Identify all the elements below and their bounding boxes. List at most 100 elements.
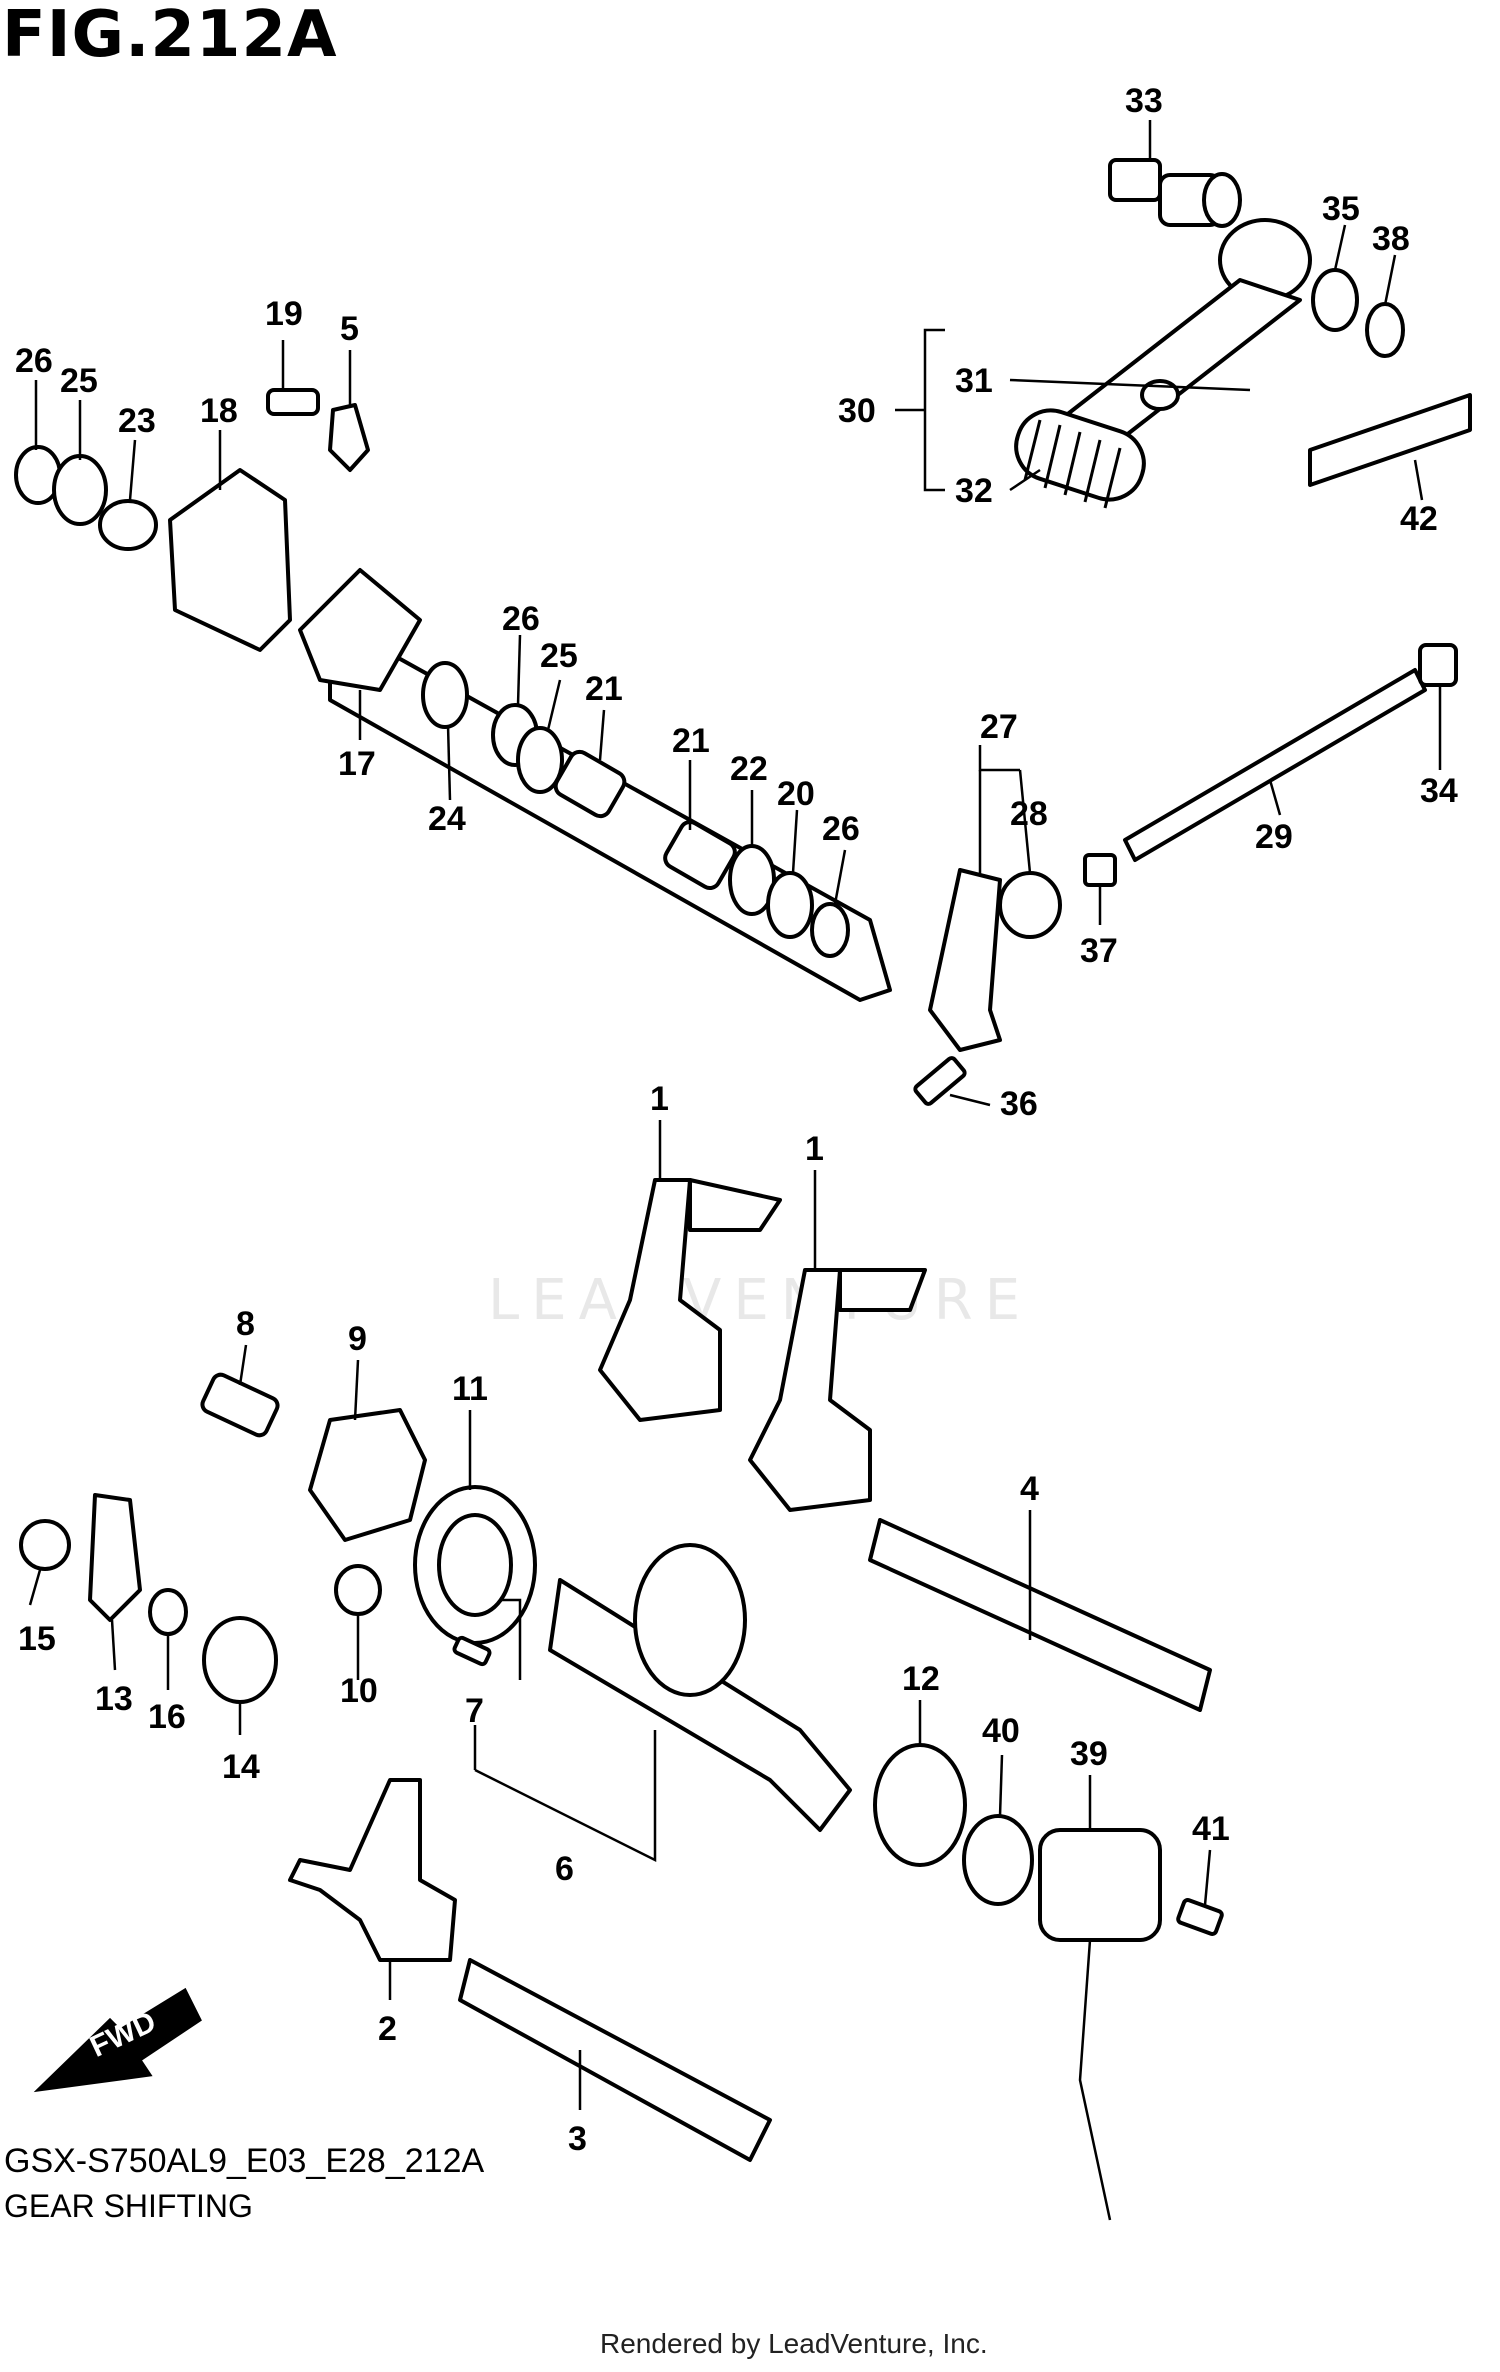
- callout-37: 37: [1080, 932, 1118, 970]
- callout-labels: 33 35 38 30 31 32 42 26 25 23 18 19 5 17…: [15, 82, 1458, 2158]
- callout-2: 2: [378, 2010, 397, 2048]
- shift-arm-27: [928, 868, 1002, 1052]
- callout-10: 10: [340, 1672, 378, 1710]
- callout-32: 32: [955, 472, 993, 510]
- shift-lever-arm: [1058, 278, 1302, 442]
- shift-forks-upper: [598, 1178, 927, 1512]
- callout-31: 31: [955, 362, 993, 400]
- washer-35: [1311, 268, 1359, 332]
- nut-34: [1418, 643, 1458, 687]
- gear-position-sensor-39: [1038, 1828, 1162, 1942]
- callout-1-b: 1: [805, 1130, 824, 1168]
- fork-shaft-4: [868, 1518, 1212, 1712]
- callout-22: 22: [730, 750, 768, 788]
- shift-plate-18: [168, 468, 292, 652]
- callout-42: 42: [1400, 500, 1438, 538]
- callout-35: 35: [1322, 190, 1360, 228]
- circlip-26-right: [810, 902, 850, 958]
- shift-fork-1-a: [598, 1178, 722, 1422]
- callout-33: 33: [1125, 82, 1163, 120]
- bushing-21-b: [663, 820, 737, 890]
- callout-6: 6: [555, 1850, 574, 1888]
- callout-25-mid: 25: [540, 637, 578, 675]
- callout-5: 5: [340, 310, 359, 348]
- callout-34: 34: [1420, 772, 1458, 810]
- washer-5: [328, 403, 370, 472]
- bearing-12: [873, 1743, 967, 1867]
- pivot-bolt-thread: [1108, 158, 1162, 202]
- rendered-by-credit: Rendered by LeadVenture, Inc.: [600, 2328, 988, 2359]
- washer-20: [766, 871, 814, 939]
- callout-28: 28: [1010, 795, 1048, 833]
- fwd-arrow-shape: [33, 1987, 202, 2093]
- callout-12: 12: [902, 1660, 940, 1698]
- pin-7: [452, 1635, 492, 1667]
- callout-7: 7: [465, 1692, 484, 1730]
- callout-21-a: 21: [585, 670, 623, 708]
- figure-name: GEAR SHIFTING: [4, 2188, 253, 2224]
- stopper-arm-13: [88, 1493, 142, 1622]
- label-plate-42: [1308, 393, 1472, 487]
- callout-3: 3: [568, 2120, 587, 2158]
- callout-39: 39: [1070, 1735, 1108, 1773]
- callout-26-right: 26: [822, 810, 860, 848]
- figure-title: FIG.212A: [2, 0, 338, 72]
- cam-stopper-9: [308, 1408, 427, 1542]
- callout-16: 16: [148, 1698, 186, 1736]
- callout-18: 18: [200, 392, 238, 430]
- shift-fork-1-b-tip: [838, 1268, 927, 1312]
- callout-9: 9: [348, 1320, 367, 1358]
- bolt-19: [266, 388, 320, 416]
- fork-shaft-3: [458, 1958, 772, 2162]
- callout-29: 29: [1255, 818, 1293, 856]
- callout-27: 27: [980, 708, 1018, 746]
- gearshift-shaft-assembly: [14, 388, 892, 1002]
- callout-20: 20: [777, 775, 815, 813]
- callout-26-mid: 26: [502, 600, 540, 638]
- callout-14: 14: [222, 1748, 260, 1786]
- spring-14: [202, 1616, 278, 1704]
- shift-rod-29: [1123, 668, 1427, 862]
- forward-arrow: FWD: [33, 1987, 202, 2093]
- callout-26-left: 26: [15, 342, 53, 380]
- washer-25-mid: [516, 726, 564, 794]
- sensor-wire: [1078, 1939, 1112, 2221]
- callout-1-a: 1: [650, 1080, 669, 1118]
- bolt-36: [913, 1056, 967, 1106]
- leader-lines: [28, 120, 1442, 2110]
- bolt-41: [1176, 1898, 1224, 1936]
- pin-8: [200, 1372, 280, 1438]
- shift-fork-1-b: [748, 1268, 872, 1512]
- gearshift-cam-assembly: [200, 1372, 1224, 2221]
- callout-23: 23: [118, 402, 156, 440]
- callout-19: 19: [265, 295, 303, 333]
- shift-fork-lower: [288, 1778, 772, 2162]
- callout-25-left: 25: [60, 362, 98, 400]
- callout-36: 36: [1000, 1085, 1038, 1123]
- model-code: GSX-S750AL9_E03_E28_212A: [4, 2142, 485, 2180]
- watermark: LEADVENTURE: [488, 1268, 1033, 1333]
- bearing-11-inner: [437, 1513, 513, 1617]
- callout-21-b: 21: [672, 722, 710, 760]
- callout-11: 11: [452, 1370, 488, 1408]
- washer-25-left: [52, 454, 108, 526]
- circlip-38: [1365, 302, 1405, 358]
- callout-24: 24: [428, 800, 466, 838]
- lever-pin-31: [1140, 379, 1180, 411]
- washer-16: [148, 1588, 188, 1636]
- callout-40: 40: [982, 1712, 1020, 1750]
- shift-fork-2: [288, 1778, 457, 1962]
- callout-8: 8: [236, 1305, 255, 1343]
- ball-joint-28: [998, 871, 1062, 939]
- shift-lever-assembly: [1014, 158, 1472, 509]
- callout-13: 13: [95, 1680, 133, 1718]
- shift-fork-1-a-tip: [688, 1178, 782, 1232]
- callout-38: 38: [1372, 220, 1410, 258]
- bushing-21-a: [553, 749, 627, 819]
- shift-arm-17: [298, 568, 422, 692]
- gearshift-cam-6: [633, 1543, 747, 1697]
- callout-15: 15: [18, 1620, 56, 1658]
- shift-link-assembly: [913, 643, 1458, 1106]
- o-ring-40: [962, 1814, 1034, 1906]
